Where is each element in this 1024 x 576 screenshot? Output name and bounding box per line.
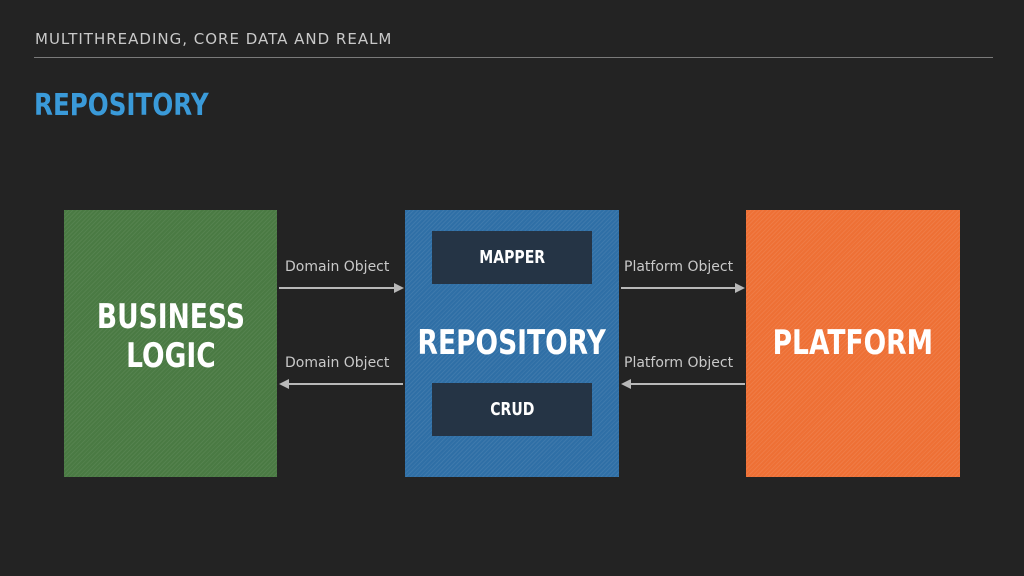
arrow-repository-to-platform <box>621 283 745 293</box>
platform-label: PLATFORM <box>772 323 934 364</box>
mapper-box: MAPPER <box>432 231 592 284</box>
business-logic-box: BUSINESS LOGIC <box>64 210 277 477</box>
repository-label: REPOSITORY <box>417 323 607 364</box>
arrow-repository-to-business <box>279 379 403 389</box>
arrow-business-to-repository <box>279 283 404 293</box>
crud-box: CRUD <box>432 383 592 436</box>
arrow-platform-to-repository <box>621 379 745 389</box>
slide-title: REPOSITORY <box>34 88 209 123</box>
section-title: MULTITHREADING, CORE DATA AND REALM <box>35 30 393 48</box>
mapper-label: MAPPER <box>479 247 545 268</box>
header-divider <box>34 57 993 58</box>
edge-label-business-to-repository: Domain Object <box>285 259 390 275</box>
business-logic-label: BUSINESS LOGIC <box>96 297 245 376</box>
edge-label-platform-to-repository: Platform Object <box>624 355 734 371</box>
edge-label-repository-to-business: Domain Object <box>285 355 390 371</box>
crud-label: CRUD <box>489 399 535 420</box>
edge-label-repository-to-platform: Platform Object <box>624 259 734 275</box>
platform-box: PLATFORM <box>746 210 960 477</box>
